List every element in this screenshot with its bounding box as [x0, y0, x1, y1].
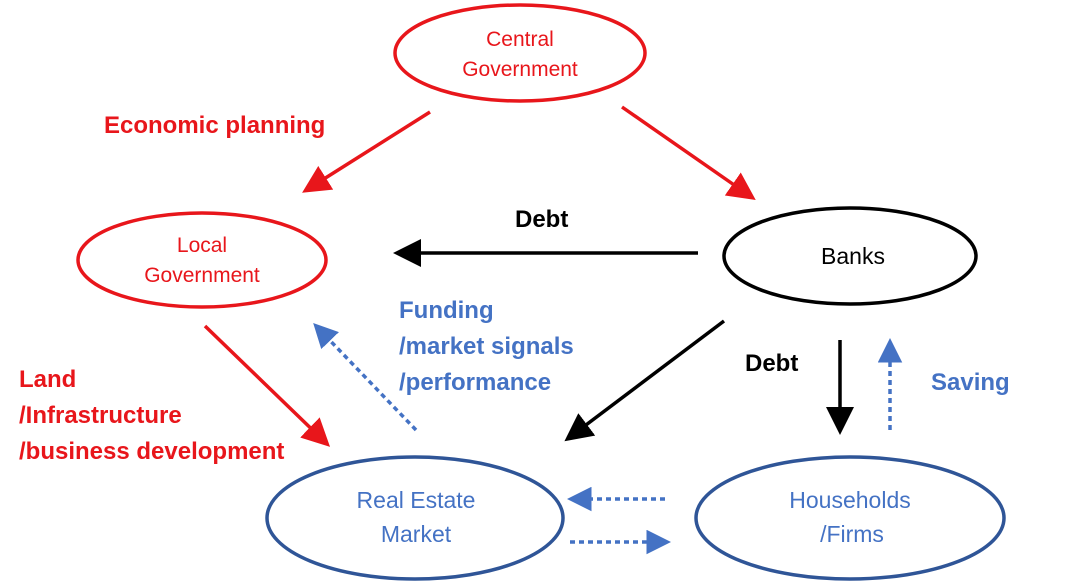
local-government-label-line1: Local	[177, 234, 227, 257]
debt-label-top: Debt	[515, 206, 568, 233]
arrow-banks-to-real-estate	[564, 319, 726, 442]
funding-label-line1: Funding	[399, 297, 494, 324]
households-firms-node: Households /Firms	[694, 455, 1006, 581]
land-label-line1: Land	[19, 366, 76, 393]
arrow-local-to-real-estate	[203, 324, 331, 447]
land-label-line3: /business development	[19, 438, 284, 465]
funding-label-line2: /market signals	[399, 333, 574, 360]
local-government-node: Local Government	[76, 211, 328, 309]
households-firms-label-line1: Households	[789, 487, 910, 513]
central-government-label-line1: Central	[486, 28, 554, 51]
debt-label-right: Debt	[745, 350, 798, 377]
real-estate-market-node: Real Estate Market	[265, 455, 565, 581]
arrow-central-to-local	[302, 110, 431, 193]
saving-label: Saving	[931, 369, 1010, 396]
banks-node: Banks	[722, 206, 978, 306]
funding-label-line3: /performance	[399, 369, 551, 396]
banks-label: Banks	[821, 243, 885, 269]
real-estate-market-label-line2: Market	[381, 521, 452, 547]
households-firms-label-line2: /Firms	[820, 521, 884, 547]
economic-planning-label: Economic planning	[104, 112, 325, 139]
real-estate-market-label-line1: Real Estate	[357, 487, 476, 513]
central-government-node: Central Government	[393, 3, 647, 103]
arrow-real-estate-to-local-funding	[313, 322, 418, 432]
land-label-line2: /Infrastructure	[19, 402, 182, 429]
arrow-central-to-banks	[621, 105, 756, 200]
local-government-label-line2: Government	[144, 264, 260, 287]
central-government-label-line2: Government	[462, 58, 578, 81]
